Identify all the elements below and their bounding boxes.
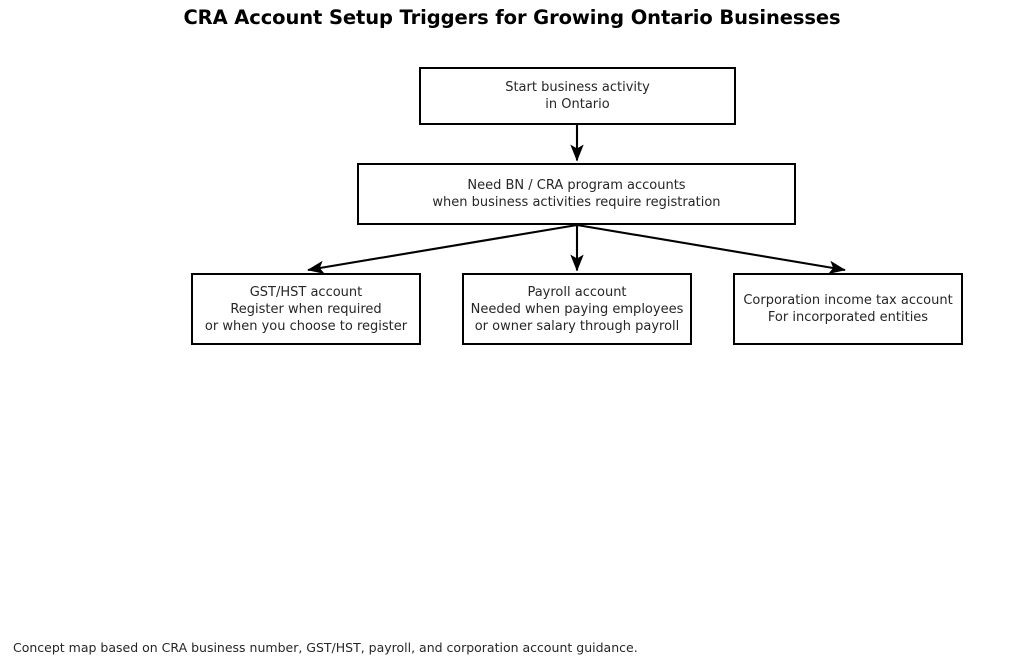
node-need-line-2: when business activities require registr… — [432, 195, 721, 210]
node-payroll-line-3: or owner salary through payroll — [474, 318, 680, 334]
node-start-line-2: in Ontario — [545, 97, 610, 112]
page-title: CRA Account Setup Triggers for Growing O… — [183, 6, 841, 29]
node-start-business-activity[interactable]: Start business activity in Ontario — [419, 67, 736, 125]
node-payroll-line-1: Payroll account — [527, 284, 627, 300]
node-corp-line-1: Corporation income tax account — [743, 293, 953, 308]
footer-caption: Concept map based on CRA business number… — [13, 640, 638, 655]
node-gst-line-1: GST/HST account — [249, 284, 363, 300]
node-need-line-1: Need BN / CRA program accounts — [467, 178, 686, 193]
node-payroll-account[interactable]: Payroll account Needed when paying emplo… — [462, 273, 692, 345]
node-gst-line-2: Register when required — [230, 301, 382, 317]
node-gst-line-3: or when you choose to register — [204, 318, 408, 334]
node-gst-hst-account[interactable]: GST/HST account Register when required o… — [191, 273, 421, 345]
node-need-bn-cra-accounts[interactable]: Need BN / CRA program accounts when busi… — [357, 163, 796, 225]
connector-need-to-gst — [307, 223, 578, 274]
node-corp-line-2: For incorporated entities — [767, 310, 929, 325]
node-payroll-line-2: Needed when paying employees — [470, 301, 684, 317]
connector-need-to-corp — [576, 223, 846, 274]
node-start-line-1: Start business activity — [505, 80, 650, 95]
node-corporation-income-tax-account[interactable]: Corporation income tax account For incor… — [733, 273, 963, 345]
